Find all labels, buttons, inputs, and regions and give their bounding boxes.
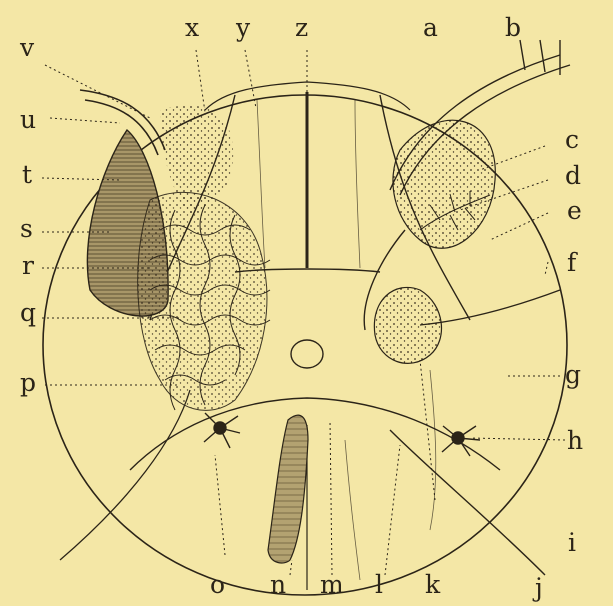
label-a: a xyxy=(423,15,438,40)
label-y: y xyxy=(236,15,250,40)
motor-cell-left xyxy=(204,413,240,448)
label-l: l xyxy=(375,572,383,597)
label-x: x xyxy=(185,15,199,40)
label-s: s xyxy=(20,216,33,241)
label-c: c xyxy=(565,127,579,152)
label-n: n xyxy=(270,572,286,597)
label-q: q xyxy=(20,300,36,325)
label-o: o xyxy=(210,572,225,597)
label-p: p xyxy=(20,370,36,395)
label-t: t xyxy=(22,162,32,187)
label-j: j xyxy=(535,575,543,600)
fibre-from-p xyxy=(60,390,190,560)
label-k: k xyxy=(425,572,440,597)
label-m: m xyxy=(320,572,344,597)
central-canal xyxy=(291,340,323,368)
label-r: r xyxy=(22,253,34,278)
label-d: d xyxy=(565,163,581,188)
label-i: i xyxy=(568,530,576,555)
reticular-network-left xyxy=(138,192,267,410)
label-u: u xyxy=(20,107,36,132)
label-z: z xyxy=(295,15,308,40)
label-f: f xyxy=(567,250,576,275)
dotted-region-right xyxy=(393,120,495,248)
anterior-column-shaded xyxy=(268,415,308,563)
label-h: h xyxy=(567,428,583,453)
label-b: b xyxy=(505,15,521,40)
dotted-nucleus-right xyxy=(374,287,441,363)
label-v: v xyxy=(20,35,34,60)
label-g: g xyxy=(565,362,581,387)
label-e: e xyxy=(567,198,582,223)
